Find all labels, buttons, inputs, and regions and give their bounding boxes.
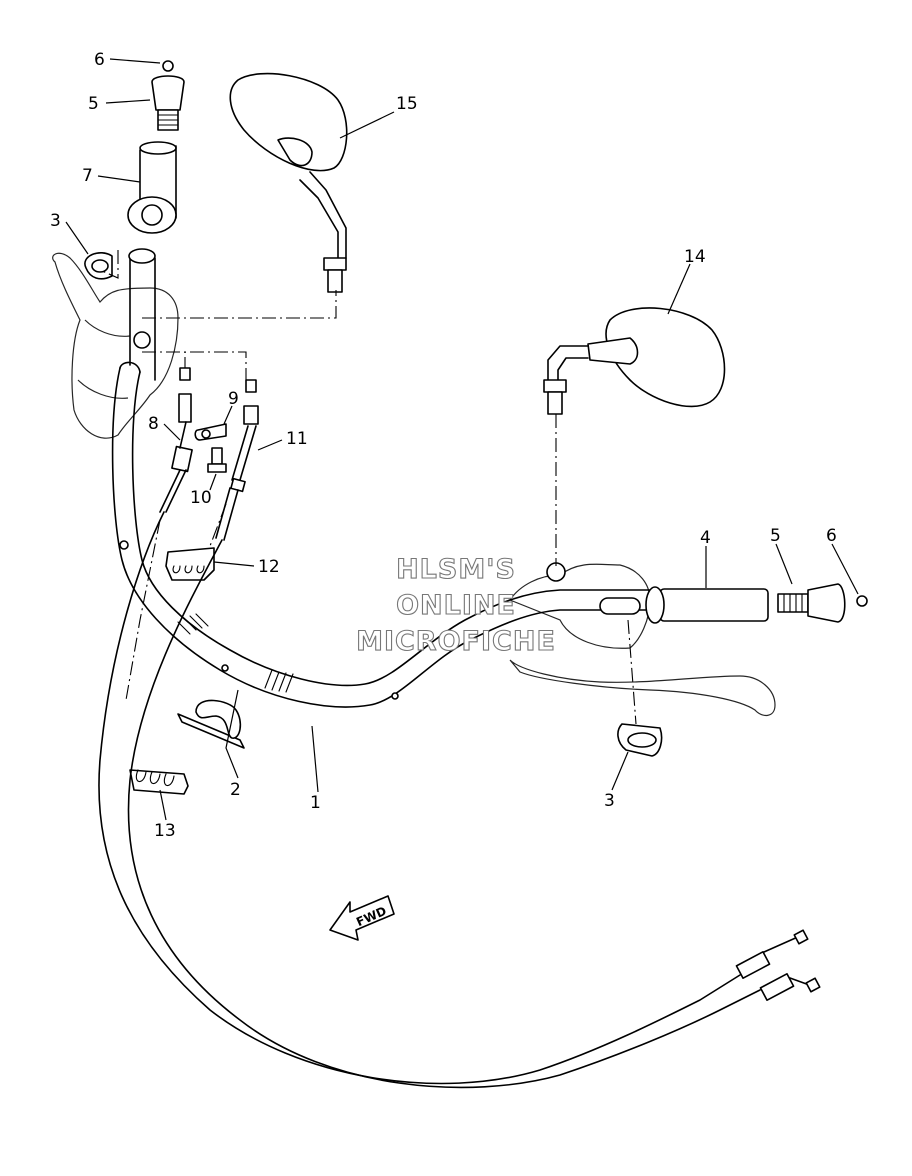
clamp-left <box>84 252 113 280</box>
callout-8: 8 <box>148 414 159 434</box>
throttle-cables <box>98 511 821 1089</box>
callout-4: 4 <box>700 528 711 548</box>
callout-5-right: 5 <box>770 526 781 546</box>
callout-3-left: 3 <box>50 211 61 231</box>
callout-13: 13 <box>154 821 176 841</box>
left-grip-end <box>151 60 185 131</box>
callout-14: 14 <box>684 247 706 267</box>
callout-9: 9 <box>228 389 239 409</box>
callout-10: 10 <box>190 488 212 508</box>
screw-10 <box>207 447 227 473</box>
watermark-line-3: MICROFICHE <box>356 626 556 657</box>
right-grip <box>546 562 769 624</box>
cable-8 <box>159 367 193 513</box>
left-handlebar-end <box>128 248 156 381</box>
callout-11: 11 <box>286 429 308 449</box>
leader-lines <box>65 58 859 821</box>
mirror-left <box>229 72 348 293</box>
clamp-right <box>617 723 663 757</box>
callout-6-left: 6 <box>94 50 105 70</box>
left-clutch-lever-outline <box>52 252 179 439</box>
callout-15: 15 <box>396 94 418 114</box>
watermark-line-1: HLSM'S <box>396 554 516 585</box>
callout-2: 2 <box>230 780 241 800</box>
alignment-lines <box>99 250 637 725</box>
holder-9 <box>194 423 227 441</box>
callout-7: 7 <box>82 166 93 186</box>
callout-6-right: 6 <box>826 526 837 546</box>
right-grip-end <box>777 583 868 623</box>
handlebar <box>111 361 651 708</box>
callout-5-left: 5 <box>88 94 99 114</box>
watermark: HLSM'S ONLINE MICROFICHE <box>356 553 556 657</box>
clip-13 <box>129 769 189 795</box>
forward-direction-arrow: FWD <box>329 895 395 941</box>
callout-numbers: 6 5 7 3 15 14 8 9 11 10 12 4 5 6 3 2 1 1… <box>50 50 837 841</box>
mirror-right <box>543 307 726 415</box>
cable-11 <box>215 379 259 541</box>
left-grip <box>127 141 177 234</box>
callout-1: 1 <box>310 793 321 813</box>
callout-12: 12 <box>258 557 280 577</box>
callout-3-right: 3 <box>604 791 615 811</box>
watermark-line-2: ONLINE <box>396 590 516 621</box>
clip-12 <box>165 547 215 581</box>
